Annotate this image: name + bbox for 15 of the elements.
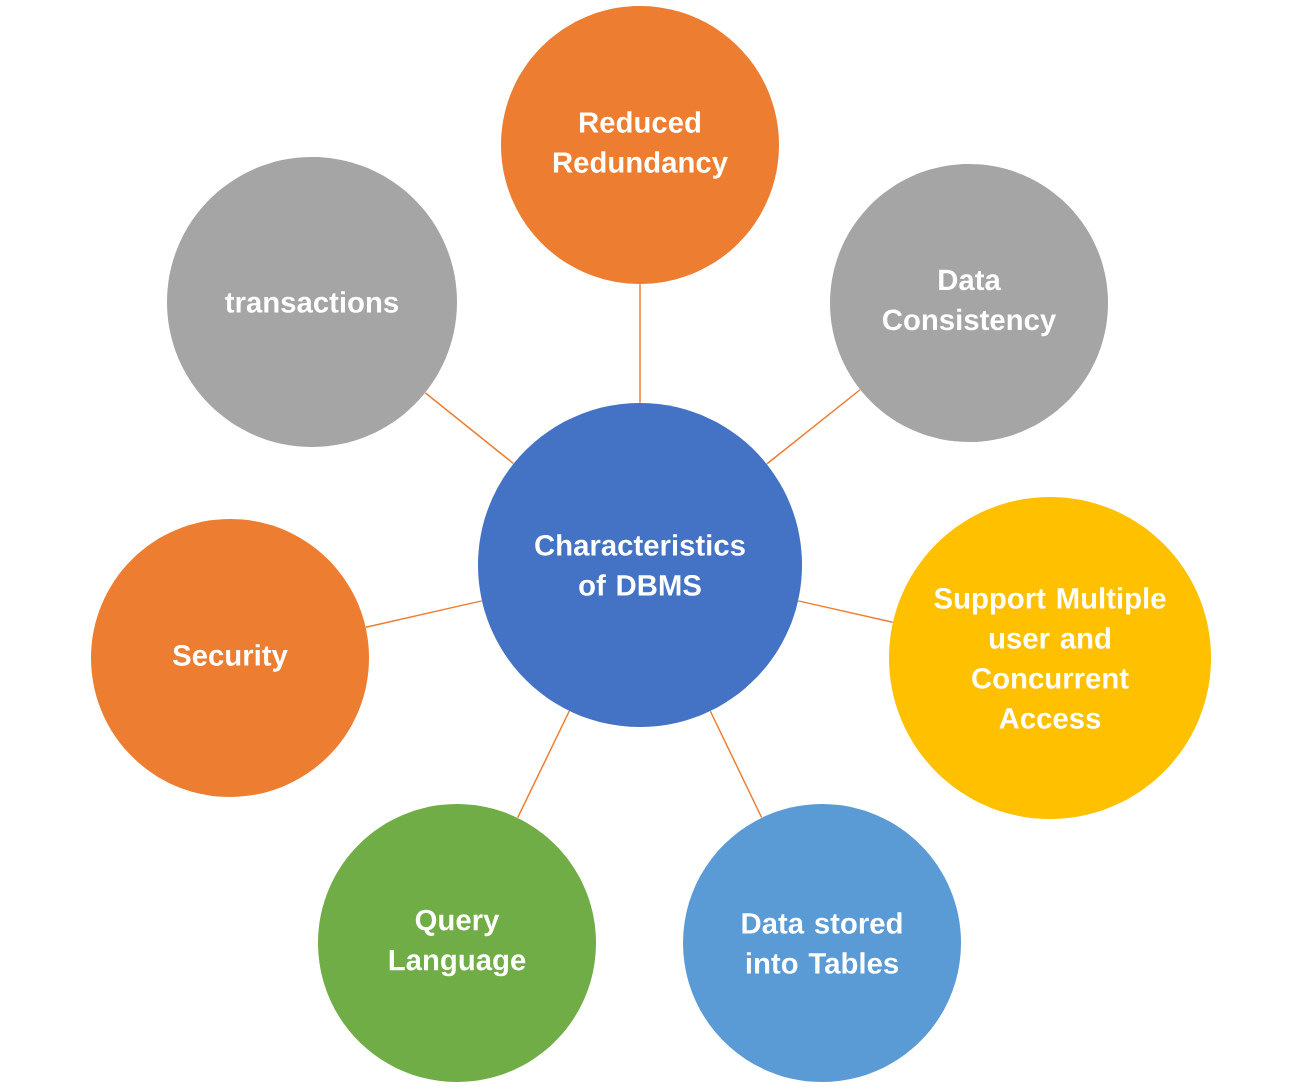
circle-node: transactions <box>167 157 457 447</box>
connector-line <box>424 392 515 465</box>
circle-node: Data stored into Tables <box>683 804 961 1082</box>
connector-line <box>516 710 571 819</box>
circle-node: Security <box>91 519 369 797</box>
connector-line <box>709 710 763 819</box>
connector-line <box>766 389 861 465</box>
circle-node: Data Consistency <box>830 164 1108 442</box>
circle-node: Characteristics of DBMS <box>478 403 802 727</box>
circle-node: Reduced Redundancy <box>501 6 779 284</box>
connector-line <box>639 283 641 404</box>
connector-line <box>365 600 483 628</box>
circle-node: Query Language <box>318 804 596 1082</box>
circle-node: Support Multiple user and Concurrent Access <box>889 497 1211 819</box>
connector-line <box>797 600 894 624</box>
